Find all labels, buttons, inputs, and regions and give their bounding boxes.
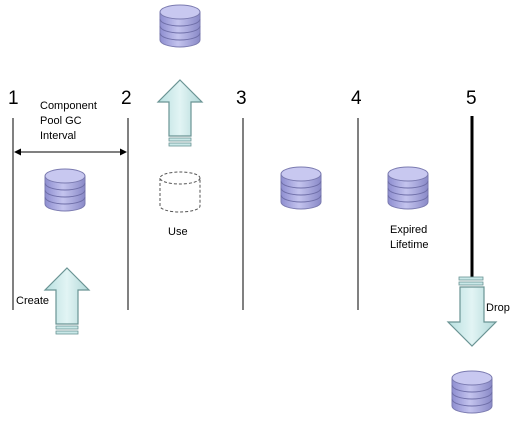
database-stack-pooled-3: [280, 166, 322, 210]
database-stack-pooled-1: [44, 168, 86, 212]
stage-number-3: 3: [236, 88, 247, 109]
stage-number-2: 2: [121, 88, 132, 109]
expired-lifetime-label-line-2: Lifetime: [390, 239, 429, 251]
gc-interval-arrow: [14, 148, 127, 156]
database-stack-active: [159, 4, 201, 48]
use-arrow: [157, 79, 203, 147]
database-stack-expired: [387, 166, 429, 210]
gc-interval-label-line-3: Interval: [40, 130, 76, 142]
create-label: Create: [16, 295, 49, 307]
database-stack-dropped: [451, 370, 493, 414]
stage-number-1: 1: [8, 88, 19, 109]
expired-lifetime-label-line-1: Expired: [390, 224, 427, 236]
drop-label: Drop: [486, 302, 510, 314]
empty-database-outline: [159, 171, 201, 213]
gc-interval-label: Component Pool GC Interval: [40, 100, 100, 142]
drop-arrow: [446, 276, 498, 347]
stage-number-4: 4: [351, 88, 362, 109]
stage-number-5: 5: [466, 88, 477, 109]
gc-interval-label-line-1: Component: [40, 100, 97, 112]
expired-lifetime-label: Expired Lifetime: [390, 224, 430, 251]
gc-interval-label-line-2: Pool GC: [40, 115, 82, 127]
use-label: Use: [168, 226, 188, 238]
create-arrow: [44, 267, 90, 335]
